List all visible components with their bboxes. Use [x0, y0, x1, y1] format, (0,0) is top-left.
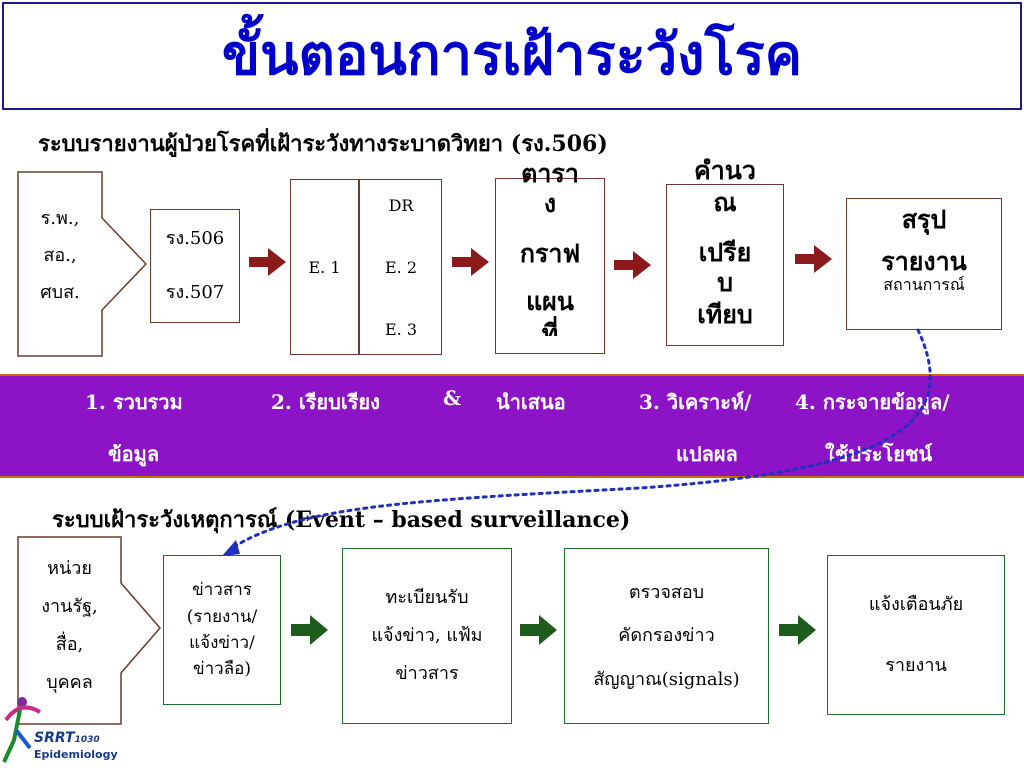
dr-label: DR [388, 196, 414, 215]
source-media: สื่อ, [55, 634, 84, 655]
calc-line-1: คำนว [694, 156, 756, 185]
e2-label: E. 2 [384, 258, 418, 277]
calc-line-2: ณ [713, 188, 737, 217]
summary-line-1: สรุป [901, 205, 947, 234]
graph-line: กราฟ [519, 239, 581, 268]
register-box: ทะเบียนรับ แจ้งข่าว, แฟ้ม ข่าวสาร [342, 548, 512, 724]
step2-line1: 2. เรียบเรียง [271, 390, 380, 414]
form-507: รง.507 [165, 282, 225, 303]
page-title: ขั้นตอนการเฝ้าระวังโรค [221, 23, 803, 88]
section2-sources: หน่วย งานรัฐ, สื่อ, บุคคล [18, 547, 121, 705]
green-arrow-icon [779, 615, 816, 645]
source-hospital: ร.พ., [40, 208, 80, 229]
summary-line-2: รายงาน [881, 247, 967, 276]
alert-box: แจ้งเตือนภัย รายงาน [827, 555, 1005, 715]
summary-box: สรุป รายงาน สถานการณ์ [846, 198, 1002, 330]
source-agency-2: งานรัฐ, [41, 596, 98, 617]
green-arrow-icon [520, 615, 557, 645]
verify-line-3: สัญญาณ(signals) [593, 668, 740, 690]
news-line-3: แจ้งข่าว/ [189, 633, 255, 653]
logo-epidemiology: Epidemiology [34, 748, 118, 761]
map-line-2: ที่ [541, 319, 559, 336]
step1-line2: ข้อมูล [108, 442, 160, 466]
source-health-station: สอ., [43, 245, 77, 266]
source-person: บุคคล [46, 672, 93, 693]
srrt-logo: SRRT1030 Epidemiology [0, 690, 118, 768]
register-line-1: ทะเบียนรับ [385, 587, 469, 609]
summary-line-3: สถานการณ์ [883, 275, 965, 294]
table-graph-map-text: ตารา ง กราฟ แผน ที่ [495, 154, 605, 336]
register-line-3: ข่าวสาร [395, 662, 459, 684]
runner-figure-icon [2, 697, 42, 763]
form-506: รง.506 [165, 228, 225, 249]
verify-box: ตรวจสอบ คัดกรองข่าว สัญญาณ(signals) [564, 548, 769, 724]
table-graph-map-box [495, 178, 605, 354]
red-arrow-icon [452, 248, 489, 276]
section1-heading: ระบบรายงานผู้ป่วยโรคที่เฝ้าระวังทางระบาด… [38, 131, 608, 157]
verify-line-1: ตรวจสอบ [628, 582, 705, 604]
verify-line-2: คัดกรองข่าว [618, 625, 715, 647]
step3-line1: 3. วิเคราะห์/ [639, 390, 752, 414]
process-steps-band: 1. รวบรวม ข้อมูล 2. เรียบเรียง & นำเสนอ … [0, 374, 1024, 478]
news-line-2: (รายงาน/ [186, 606, 258, 627]
e-box-divider [358, 180, 360, 354]
source-agency-1: หน่วย [47, 558, 92, 579]
dotted-connector [230, 328, 932, 550]
logo-srrt: SRRT1030 [34, 730, 100, 746]
compare-line-2: บ [717, 268, 733, 297]
red-arrow-icon [249, 248, 286, 276]
connector-arrowhead-icon [222, 540, 240, 556]
forms-box: รง.506 รง.507 [150, 209, 240, 323]
news-line-1: ข่าวสาร [192, 580, 252, 601]
alert-line-1: แจ้งเตือนภัย [868, 593, 964, 615]
table-line-2: ง [543, 189, 557, 218]
calculate-compare-box [666, 184, 784, 346]
red-arrow-icon [614, 251, 651, 279]
green-arrow-icon [291, 615, 328, 645]
e1-label: E. 1 [308, 258, 341, 277]
table-line-1: ตารา [521, 159, 579, 188]
step3-line2: แปลผล [676, 442, 738, 466]
step4-line2: ใช้ประโยชน์ [825, 442, 933, 466]
step2-line2: นำเสนอ [496, 390, 566, 414]
e-forms-box: E. 1 DR E. 2 E. 3 [290, 179, 442, 355]
section1-sources: ร.พ., สอ., ศบส. [18, 200, 102, 311]
compare-line-3: เทียบ [697, 300, 753, 329]
register-line-2: แจ้งข่าว, แฟ้ม [371, 625, 483, 647]
e3-label: E. 3 [384, 320, 418, 339]
compare-line-1: เปรีย [698, 238, 752, 267]
step1-line1: 1. รวบรวม [85, 390, 183, 414]
news-box: ข่าวสาร (รายงาน/ แจ้งข่าว/ ข่าวลือ) [163, 555, 281, 705]
news-line-4: ข่าวลือ) [193, 659, 251, 680]
alert-line-2: รายงาน [885, 655, 947, 676]
calculate-compare-text: คำนว ณ เปรีย บ เทียบ [666, 152, 784, 334]
step2-amp: & [443, 386, 462, 410]
red-arrow-icon [795, 245, 832, 273]
map-line-1: แผน [526, 287, 574, 316]
source-health-center: ศบส. [40, 282, 80, 303]
title-box: ขั้นตอนการเฝ้าระวังโรค [2, 2, 1022, 110]
